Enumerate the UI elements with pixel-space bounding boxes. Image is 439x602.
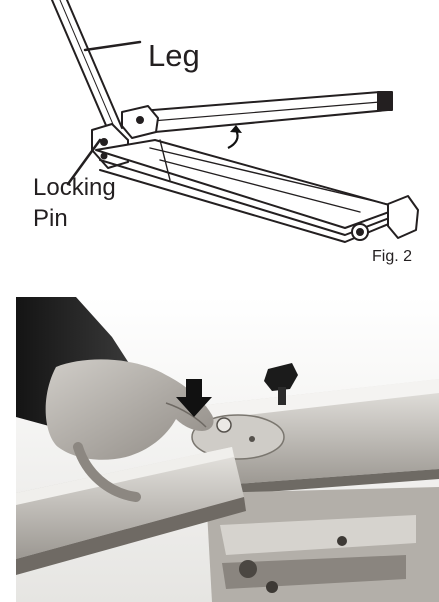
upper-arm-end-cap bbox=[377, 91, 393, 111]
lower-bolt-2 bbox=[266, 581, 278, 593]
leg-label: Leg bbox=[148, 38, 200, 73]
rotation-arrow-head bbox=[230, 125, 242, 133]
base-crossbar-1 bbox=[159, 139, 171, 181]
upper-arm bbox=[127, 91, 389, 135]
locking-label: Locking bbox=[33, 174, 116, 201]
base-inner-rail-1 bbox=[149, 147, 396, 207]
stand-diagram-drawing bbox=[51, 0, 419, 243]
adjustment-knob bbox=[264, 363, 298, 391]
arm-hinge-bolt bbox=[136, 116, 144, 124]
pivot-plate bbox=[191, 414, 285, 460]
bracket-bolt-1 bbox=[100, 138, 108, 146]
lower-rail-1 bbox=[220, 515, 416, 555]
base-frame bbox=[95, 139, 401, 229]
bracket-bolt-3 bbox=[100, 152, 108, 160]
left-bar-shadow bbox=[16, 497, 246, 575]
left-metal-bar bbox=[16, 447, 244, 559]
thumb-crease bbox=[165, 402, 207, 428]
locking-pin-photo bbox=[16, 297, 439, 602]
leg-pointer-line bbox=[83, 40, 142, 52]
locking-pin-pointer-line bbox=[66, 138, 102, 186]
left-bar-top-face bbox=[16, 447, 234, 505]
figure-caption: Fig. 2 bbox=[372, 248, 413, 265]
locking-pin-photo-drawing bbox=[16, 297, 439, 602]
upper-bar-shadow bbox=[222, 469, 439, 495]
hand bbox=[45, 359, 214, 460]
press-down-arrow bbox=[176, 379, 212, 417]
leg-tube-edge-inner bbox=[66, 0, 123, 129]
leg-tube-edge-outer bbox=[51, 0, 109, 131]
lower-bolt-3 bbox=[337, 536, 347, 546]
base-inner-rail-2 bbox=[159, 159, 361, 213]
lower-rail-2 bbox=[222, 555, 406, 589]
knob-stem bbox=[278, 387, 286, 405]
upper-bar-top-face bbox=[206, 379, 439, 419]
end-bracket bbox=[387, 195, 419, 239]
pin-label: Pin bbox=[33, 205, 68, 232]
lower-fingers bbox=[73, 442, 141, 502]
stand-diagram bbox=[0, 0, 439, 248]
end-wheel-hub bbox=[356, 228, 364, 236]
leg-tube-highlight bbox=[59, 0, 116, 130]
lower-bolt-1 bbox=[239, 560, 257, 578]
locking-pin-head bbox=[216, 417, 232, 433]
pivot-rivet bbox=[249, 436, 255, 442]
upper-arm-edge bbox=[139, 101, 381, 123]
rotation-arrow-stem bbox=[227, 129, 239, 149]
